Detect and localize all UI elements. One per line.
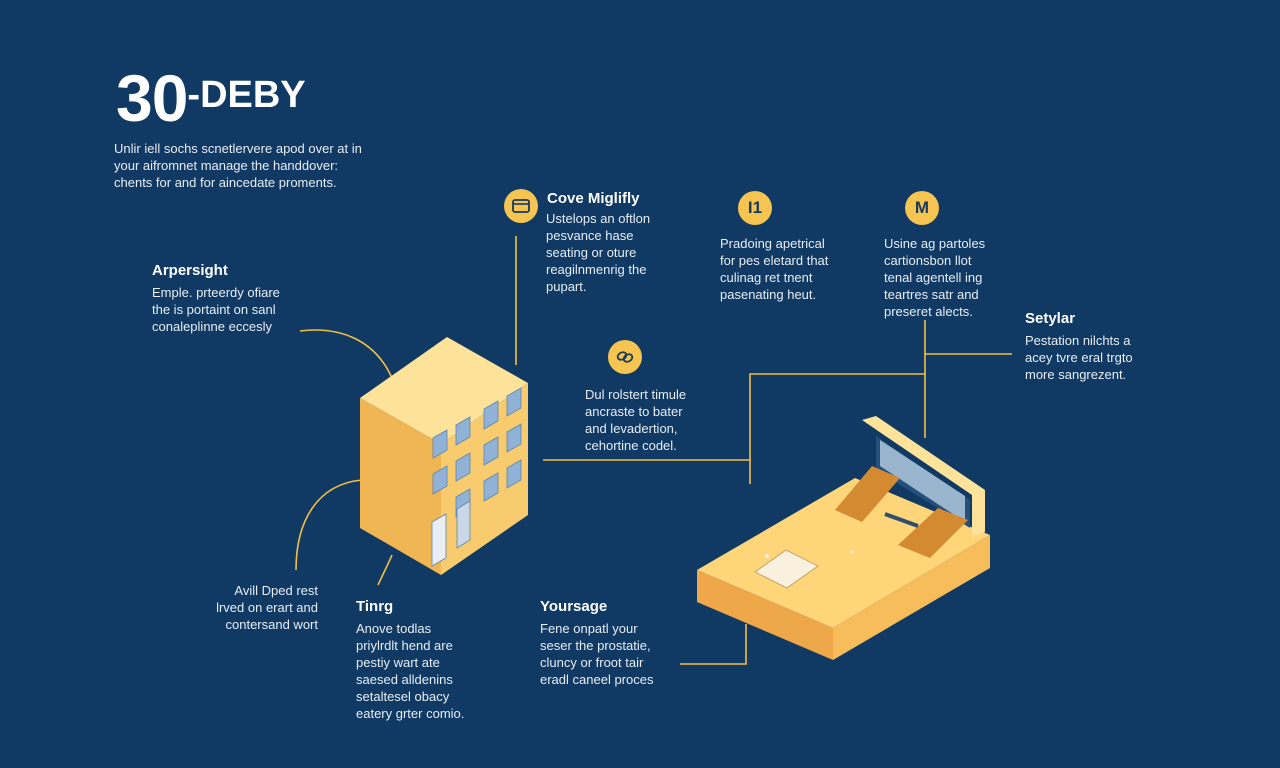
connector-arpersight	[299, 329, 393, 379]
avill-text: Avill Dped rest lrved on erart and conte…	[200, 582, 318, 633]
yoursage-line: seser the prostatie,	[540, 638, 651, 653]
bed-illustration	[697, 416, 990, 660]
block-tinrg: Tinrg Anove todlas priylrdlt hend are pe…	[356, 598, 464, 722]
avill-line: contersand wort	[225, 617, 319, 632]
link-chain-icon	[608, 340, 642, 374]
block-setylar: Setylar Pestation nilchts a acey tvre er…	[1025, 310, 1133, 383]
setylar-heading: Setylar	[1025, 310, 1076, 327]
cove-line: seating or oture	[546, 245, 637, 260]
building-illustration	[360, 337, 528, 575]
intro-line: Unlir iell sochs scnetlervere apod over …	[114, 141, 362, 156]
cove-line: pupart.	[546, 279, 587, 294]
setylar-text: Pestation nilchts a acey tvre eral trgto…	[1025, 332, 1133, 383]
middle-line: cehortine codel.	[585, 438, 677, 453]
badge-m: M	[905, 191, 939, 225]
avill-line: Avill Dped rest	[234, 583, 318, 598]
i1-line: Pradoing apetrical	[720, 236, 825, 251]
tinrg-line: priylrdlt hend are	[356, 638, 453, 653]
connector-yoursage	[680, 624, 747, 665]
m-line: tenal agentell ing	[884, 270, 983, 285]
m-text: Usine ag partoles cartionsbon llot tenal…	[884, 235, 985, 320]
block-yoursage: Yoursage Fene onpatl your seser the pros…	[540, 598, 653, 688]
tinrg-line: saesed alldenins	[356, 672, 453, 687]
yoursage-line: Fene onpatl your	[540, 621, 638, 636]
m-line: cartionsbon llot	[884, 253, 972, 268]
block-arpersight: Arpersight Emple. prteerdy ofiare the is…	[152, 262, 280, 335]
m-line: preseret alects.	[884, 304, 973, 319]
browser-window-glyph	[512, 199, 530, 213]
arpersight-line: Emple. prteerdy ofiare	[152, 285, 280, 300]
setylar-line: Pestation nilchts a	[1025, 333, 1131, 348]
connector-lines	[295, 236, 1012, 665]
intro-paragraph: Unlir iell sochs scnetlervere apod over …	[114, 140, 474, 191]
connector-middle	[543, 459, 751, 484]
yoursage-line: eradl caneel proces	[540, 672, 654, 687]
cove-text: Ustelops an oftlon pesvance hase seating…	[546, 210, 650, 295]
i1-line: for pes eletard that	[720, 253, 829, 268]
arpersight-line: conaleplinne eccesly	[152, 319, 272, 334]
cove-line: Ustelops an oftlon	[546, 211, 651, 226]
cove-heading: Cove Miglifly	[547, 190, 640, 207]
tinrg-line: eatery grter comio.	[356, 706, 465, 721]
browser-window-icon	[504, 189, 538, 223]
badge-i1: I1	[738, 191, 772, 225]
middle-line: Dul rolstert timule	[585, 387, 687, 402]
middle-text: Dul rolstert timule ancraste to bater an…	[585, 386, 686, 454]
m-line: Usine ag partoles	[884, 236, 986, 251]
cove-line: pesvance hase	[546, 228, 634, 243]
avill-line: lrved on erart and	[216, 600, 318, 615]
yoursage-text: Fene onpatl your seser the prostatie, cl…	[540, 620, 653, 688]
tinrg-line: pestiy wart ate	[356, 655, 440, 670]
cove-line: reagilnmenrig the	[546, 262, 647, 277]
tinrg-text: Anove todlas priylrdlt hend are pestiy w…	[356, 620, 464, 722]
arpersight-text: Emple. prteerdy ofiare the is portaint o…	[152, 284, 280, 335]
connector-m	[749, 320, 926, 460]
title-suffix: -DEBY	[187, 74, 306, 116]
i1-line: pasenating heut.	[720, 287, 817, 302]
i1-line: culinag ret tnent	[720, 270, 813, 285]
i1-text: Pradoing apetrical for pes eletard that …	[720, 235, 828, 303]
middle-line: and levadertion,	[585, 421, 678, 436]
connector-tinrg	[377, 554, 393, 586]
intro-line: chents for and for aincedate proments.	[114, 175, 337, 190]
connector-avill	[295, 479, 363, 571]
page-title: 30-DEBY	[116, 62, 306, 131]
tinrg-line: Anove todlas	[356, 621, 432, 636]
yoursage-line: cluncy or froot tair	[540, 655, 644, 670]
yoursage-heading: Yoursage	[540, 598, 608, 615]
arpersight-line: the is portaint on sanl	[152, 302, 276, 317]
link-chain-glyph	[616, 351, 634, 363]
setylar-line: more sangrezent.	[1025, 367, 1127, 382]
tinrg-heading: Tinrg	[356, 598, 394, 615]
intro-line: your aifromnet manage the handdover:	[114, 158, 339, 173]
title-number: 30	[116, 61, 188, 135]
setylar-line: acey tvre eral trgto	[1025, 350, 1133, 365]
m-line: teartres satr and	[884, 287, 979, 302]
arpersight-heading: Arpersight	[152, 262, 228, 279]
middle-line: ancraste to bater	[585, 404, 683, 419]
tinrg-line: setaltesel obacy	[356, 689, 450, 704]
